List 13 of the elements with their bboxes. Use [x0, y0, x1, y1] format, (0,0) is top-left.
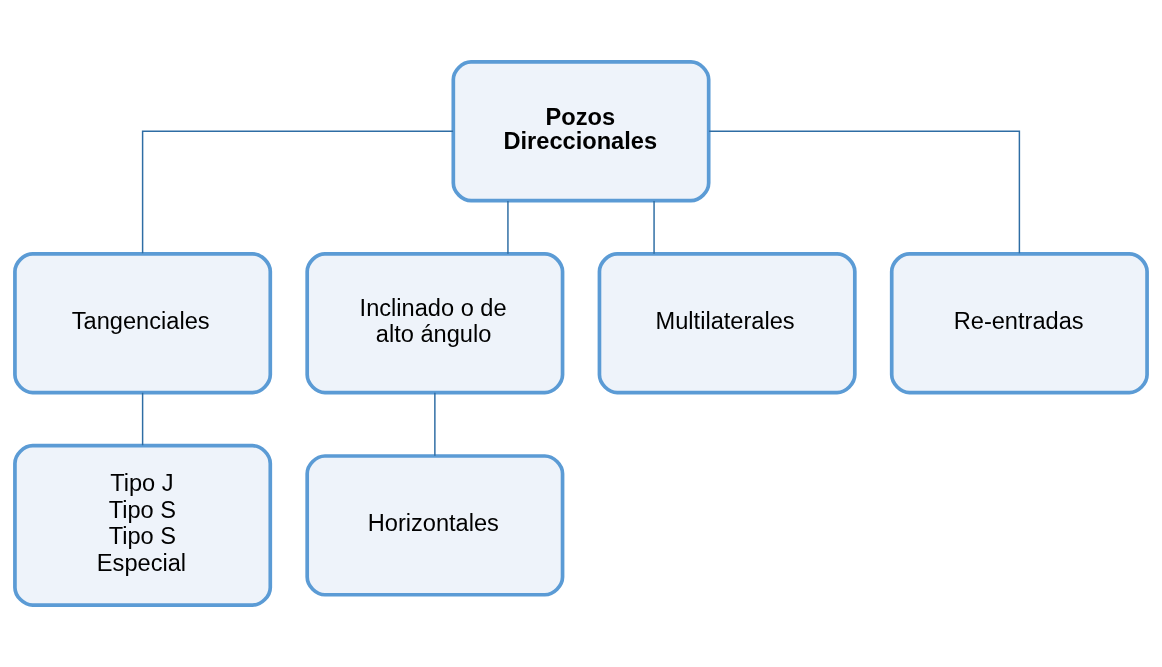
node-box: Re-entradas [889, 251, 1149, 395]
connector [653, 200, 655, 255]
connector [507, 200, 509, 255]
node-box: Multilaterales [597, 251, 857, 395]
node-box: Tangenciales [13, 251, 273, 395]
node-box: Pozos Direccionales [451, 60, 711, 203]
node-box: Tipo J Tipo S Tipo S Especial [13, 443, 273, 607]
connector [141, 130, 454, 255]
node-box: Horizontales [305, 454, 565, 597]
node-box: Inclinado o de alto ángulo [305, 251, 565, 395]
connector [434, 392, 436, 457]
connector [141, 392, 144, 446]
connector [708, 130, 1021, 255]
